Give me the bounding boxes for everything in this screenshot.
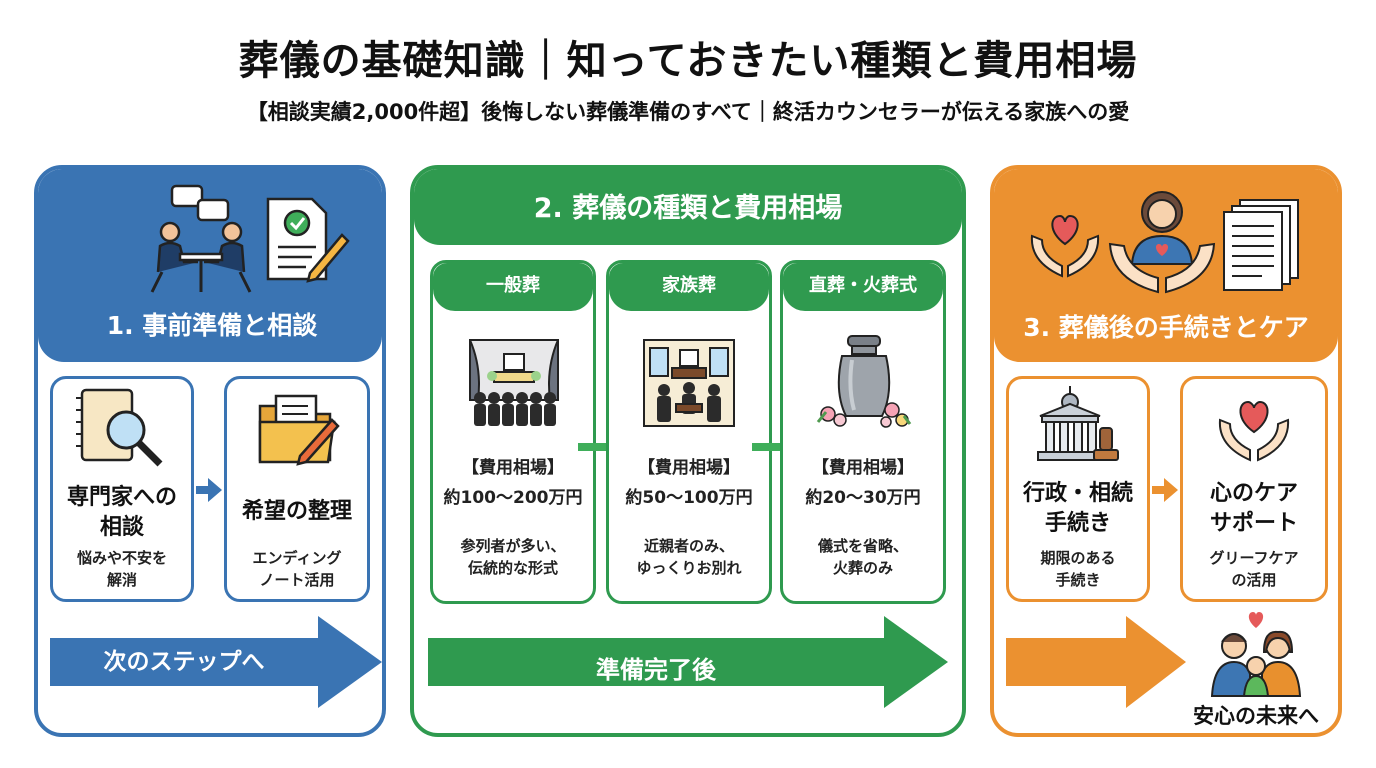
step1-arrow-icon xyxy=(50,616,382,708)
expert-consult-title-line1: 専門家への xyxy=(66,485,177,510)
final-label: 安心の未来へ xyxy=(1193,704,1319,728)
wishes-desc-line2: ノート活用 xyxy=(259,571,335,589)
type-desc-direct-line2: 火葬のみ xyxy=(832,559,893,577)
type-name-general: 一般葬 xyxy=(433,263,593,311)
type-cost-general: 約100〜200万円 xyxy=(443,488,583,508)
type-cost-direct: 約20〜30万円 xyxy=(805,488,921,508)
type-card-general: 一般葬 【費用相場】 約100〜200万円 参列者が多い、 伝統的な形式 xyxy=(430,260,596,604)
type-desc-general-line2: 伝統的な形式 xyxy=(467,559,558,577)
type-desc-direct-line1: 儀式を省略、 xyxy=(817,537,908,555)
step1-small-arrow-icon xyxy=(196,478,222,502)
heart-hands-small-icon xyxy=(1218,400,1290,462)
cared-person-icon xyxy=(1108,191,1216,294)
grief-care-card: 心のケア サポート グリーフケア の活用 xyxy=(1180,376,1328,602)
type-desc-family-line1: 近親者のみ、 xyxy=(643,537,734,555)
type-cost-label-general: 【費用相場】 xyxy=(462,458,564,478)
grief-care-title-line2: サポート xyxy=(1209,511,1298,536)
grief-care-title-line1: 心のケア xyxy=(1209,481,1298,506)
step2-header xyxy=(414,169,962,245)
urn-flowers-icon xyxy=(816,335,912,428)
expert-consult-desc-line1: 悩みや不安を xyxy=(76,549,167,567)
expert-consult-desc-line2: 解消 xyxy=(106,571,137,589)
procedures-title-line2: 手続き xyxy=(1044,511,1111,536)
step1-arrow-label: 次のステップへ xyxy=(103,649,265,675)
family-icon xyxy=(1210,612,1302,697)
consultation-meeting-icon xyxy=(150,184,252,293)
expert-consult-title-line2: 相談 xyxy=(99,515,144,540)
grief-care-desc-line2: の活用 xyxy=(1231,571,1277,589)
step2-arrow-label: 準備完了後 xyxy=(596,656,716,684)
grief-care-desc-line1: グリーフケア xyxy=(1209,549,1299,567)
wishes-title: 希望の整理 xyxy=(241,499,352,524)
type-name-direct: 直葬・火葬式 xyxy=(783,263,943,311)
checked-document-icon xyxy=(266,197,350,283)
procedures-desc-line2: 手続き xyxy=(1055,571,1101,589)
step1-title: 1. 事前準備と相談 xyxy=(106,311,318,340)
type-card-family: 家族葬 【費用相場】 約50〜100万円 近親者のみ、 ゆっくりお別れ xyxy=(606,260,772,604)
folder-pen-icon xyxy=(258,394,340,466)
step3-arrow-icon xyxy=(1006,616,1186,708)
type-cost-family: 約50〜100万円 xyxy=(625,488,753,508)
type-desc-general-line1: 参列者が多い、 xyxy=(460,537,566,555)
government-building-stamp-icon xyxy=(1037,386,1119,461)
step3-title: 3. 葬儀後の手続きとケア xyxy=(1023,313,1309,342)
wishes-desc-line1: エンディング xyxy=(252,549,342,567)
stacked-documents-icon xyxy=(1223,199,1299,291)
heart-hands-icon xyxy=(1030,214,1100,278)
family-funeral-room-icon xyxy=(643,339,735,427)
type-cost-label-family: 【費用相場】 xyxy=(638,458,740,478)
procedures-title-line1: 行政・相続 xyxy=(1022,481,1133,506)
large-funeral-hall-icon xyxy=(469,339,559,426)
type-desc-family-line2: ゆっくりお別れ xyxy=(636,559,742,577)
step2-arrow-icon xyxy=(428,616,948,708)
page-title: 葬儀の基礎知識｜知っておきたい種類と費用相場 xyxy=(238,38,1138,84)
step2-title: 2. 葬儀の種類と費用相場 xyxy=(533,193,843,224)
procedures-desc-line1: 期限のある xyxy=(1040,549,1116,567)
page-subtitle: 【相談実績2,000件超】後悔しない葬儀準備のすべて｜終活カウンセラーが伝える家… xyxy=(246,100,1130,124)
type-card-direct: 直葬・火葬式 【費用相場】 約20〜30万円 儀式を省略、 火葬のみ xyxy=(780,260,946,604)
type-cost-label-direct: 【費用相場】 xyxy=(812,458,914,478)
type-name-family: 家族葬 xyxy=(609,263,769,311)
step3-small-arrow-icon xyxy=(1152,478,1178,502)
magnifier-notebook-icon xyxy=(76,388,163,467)
